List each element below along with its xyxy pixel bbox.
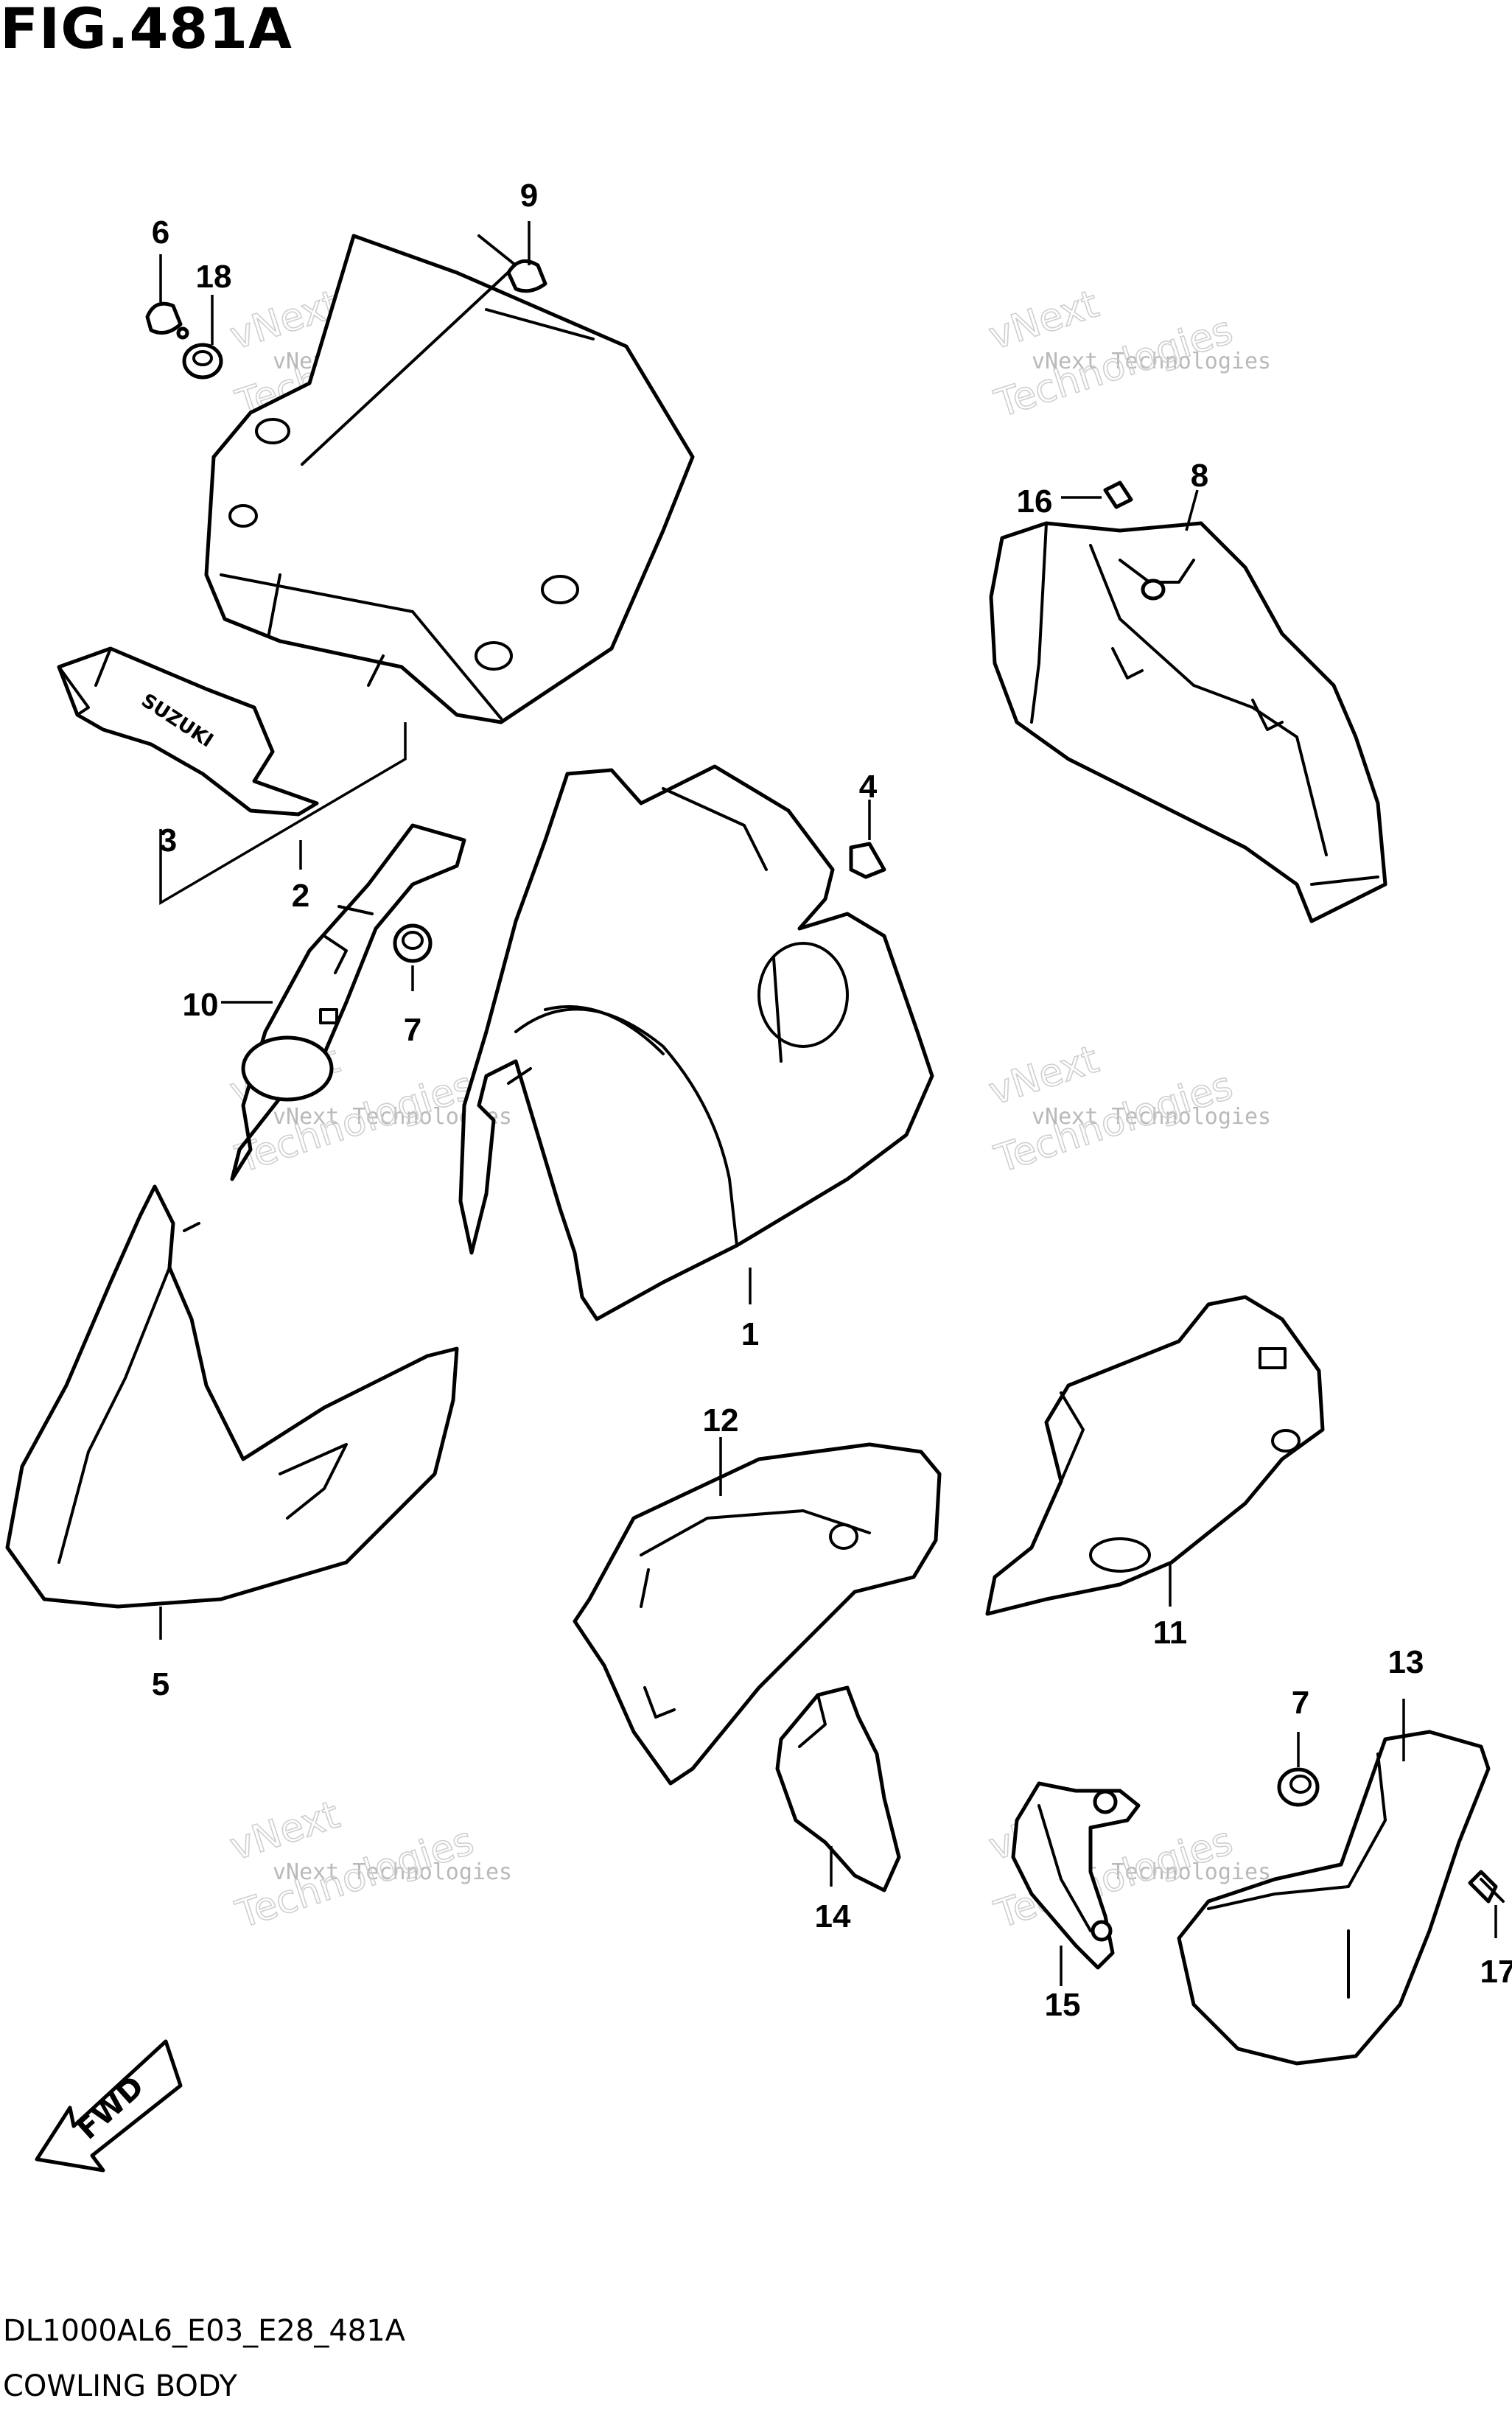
callout-13: 13 [1388,1644,1424,1680]
callout-8: 8 [1191,458,1208,494]
callout-10: 10 [183,987,219,1023]
nut-9 [506,259,547,293]
callout-4: 4 [859,769,878,805]
watermark-vnext: vNext [984,1038,1104,1114]
callout-16: 16 [1017,483,1053,520]
callout-9: 9 [520,178,538,214]
screw-6 [145,301,189,340]
lower-cowl-5 [5,1184,459,1609]
callout-14: 14 [815,1898,851,1935]
watermark-vnext: vNext [225,1793,345,1870]
callout-1: 1 [741,1316,759,1352]
figure-code: DL1000AL6_E03_E28_481A [3,2314,406,2348]
grommet-7a [393,923,433,963]
bracket-14 [775,1685,901,1892]
fwd-arrow: FWD [35,2039,183,2173]
callout-7-lower: 7 [1292,1685,1309,1721]
callout-5: 5 [152,1666,169,1702]
watermark-vnext: vNext [984,282,1104,359]
watermark-text: vNext Technologies [273,1859,512,1885]
callout-17: 17 [1480,1954,1512,1990]
inner-cover-11 [985,1295,1325,1616]
callout-3: 3 [159,822,177,859]
callout-6: 6 [152,214,169,251]
side-cover-13 [1177,1730,1491,2066]
watermark-text: vNext Technologies [1032,349,1271,374]
callout-2: 2 [292,878,309,914]
callout-18: 18 [196,259,232,295]
leader-lines [159,221,1497,1986]
clip-4 [849,842,886,879]
callout-11: 11 [1153,1615,1188,1651]
washer-18 [182,343,223,380]
callout-15: 15 [1045,1987,1081,2023]
figure-title: FIG.481A [0,0,293,61]
callouts: 9 6 18 8 16 4 3 2 10 7 1 12 11 5 13 7 14… [152,178,1512,2023]
figure-name: COWLING BODY [3,2369,237,2403]
callout-12: 12 [703,1402,739,1439]
bracket-15 [1011,1781,1141,1970]
inner-bracket-10 [230,823,466,1181]
screw-17 [1468,1870,1505,1904]
watermark-text: vNext Technologies [1032,1104,1271,1130]
side-panel-8 [989,521,1387,923]
cowling-body-1 [458,764,934,1321]
callout-7-upper: 7 [404,1012,421,1048]
clip-16 [1103,480,1133,509]
grommet-7b [1277,1767,1320,1807]
emblem-panel-3: SUZUKI [57,646,319,817]
side-cowl-12 [573,1442,942,1786]
